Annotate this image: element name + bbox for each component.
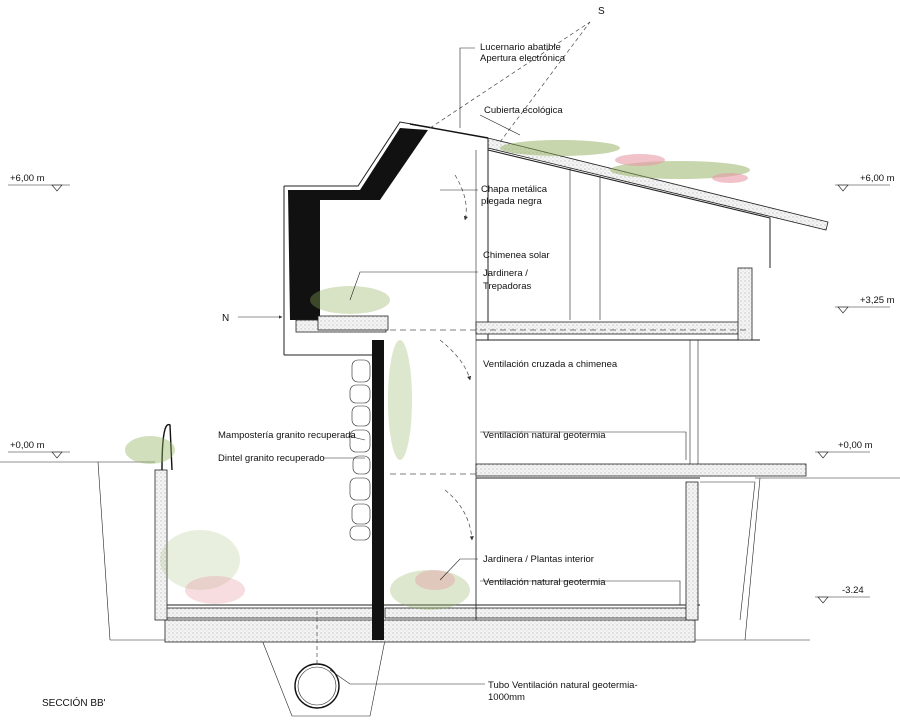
level-markers: +6,00 m +6,00 m +3,25 m +0,00 m +0,00 m … — [8, 173, 895, 604]
label-tubo-1: Tubo Ventilación natural geotermia- — [488, 680, 638, 691]
granite-masonry — [349, 359, 371, 541]
label-chimenea: Chimenea solar — [483, 250, 550, 261]
house-structure — [475, 137, 829, 621]
level-600-left: +6,00 m — [10, 173, 45, 184]
level-000-left: +0,00 m — [10, 440, 45, 451]
label-jardinera-trep-2: Trepadoras — [483, 281, 531, 292]
label-jardinera-trep-1: Jardinera / — [483, 268, 528, 279]
level-m324: -3.24 — [842, 585, 864, 596]
solar-chimney-wall — [283, 121, 435, 640]
vegetation — [125, 140, 750, 610]
label-jardinera-int: Jardinera / Plantas interior — [483, 554, 594, 565]
ventilation-flows — [390, 174, 750, 541]
section-title: SECCIÓN BB' — [42, 696, 106, 709]
label-chapa-2: plegada negra — [481, 196, 542, 207]
label-tubo-2: 1000mm — [488, 692, 525, 703]
level-600-right: +6,00 m — [860, 173, 895, 184]
skylight — [409, 21, 591, 143]
south-label: S — [598, 6, 605, 17]
foundation — [160, 604, 700, 643]
label-lucernario-2: Apertura electrónica — [480, 53, 566, 64]
label-dintel: Dintel granito recuperado — [218, 453, 325, 464]
vegetation-flowers — [185, 154, 748, 604]
level-000-right: +0,00 m — [838, 440, 873, 451]
label-vent-geo-2: Ventilación natural geotermia — [483, 577, 606, 588]
label-vent-geo-1: Ventilación natural geotermia — [483, 430, 606, 441]
leader-lines — [323, 47, 687, 685]
label-lucernario-1: Lucernario abatible — [480, 42, 561, 53]
label-cubierta: Cubierta ecológica — [484, 105, 563, 116]
label-mamposteria: Mampostería granito recuperada — [218, 430, 357, 441]
label-vent-cruzada: Ventilación cruzada a chimenea — [483, 359, 618, 370]
north-label: N — [222, 313, 229, 324]
geothermal-tube — [294, 610, 340, 709]
level-325: +3,25 m — [860, 295, 895, 306]
compass: N S — [222, 6, 605, 324]
label-chapa-1: Chapa metálica — [481, 184, 548, 195]
left-retaining-wall — [154, 423, 173, 621]
annotations: Lucernario abatible Apertura electrónica… — [218, 42, 638, 703]
